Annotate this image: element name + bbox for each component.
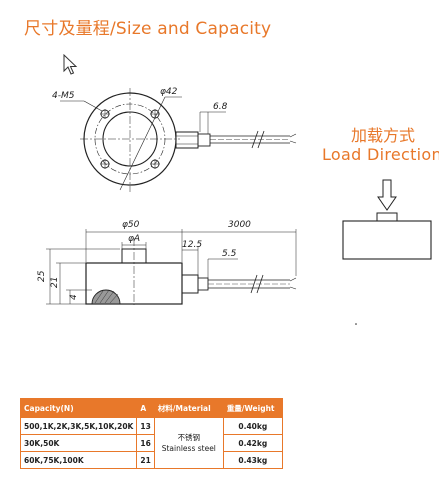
button-diameter-label: φA xyxy=(128,234,140,244)
col-weight: 重量/Weight xyxy=(222,398,283,418)
weight-cell: 0.42kg xyxy=(222,434,283,452)
mouse-cursor-icon xyxy=(63,54,78,75)
col-capacity: Capacity(N) xyxy=(19,398,138,418)
material-en: Stainless steel xyxy=(161,444,216,453)
capacity-table: Capacity(N) A 材料/Material 重量/Weight 500,… xyxy=(19,398,283,469)
cable-length-label: 3000 xyxy=(228,220,251,230)
down-arrow-icon xyxy=(377,179,397,211)
col-material: 材料/Material xyxy=(153,398,224,418)
thread-label: 4-M5 xyxy=(52,91,75,101)
a-cell: 16 xyxy=(136,434,155,452)
side-view xyxy=(46,229,297,305)
cable-dia-label: 5.5 xyxy=(222,249,237,259)
load-direction-cn: 加载方式 xyxy=(351,126,416,145)
col-a: A xyxy=(136,398,155,418)
capacity-cell: 30K,50K xyxy=(19,434,138,452)
capacity-cell: 500,1K,2K,3K,5K,10K,20K xyxy=(19,417,138,435)
load-direction-en: Load Direction xyxy=(322,145,439,164)
cable-offset-label: 12.5 xyxy=(182,240,202,250)
a-cell: 21 xyxy=(136,451,155,469)
diameter-42-label: φ42 xyxy=(160,87,178,97)
page-title: 尺寸及量程/Size and Capacity xyxy=(24,19,272,39)
a-cell: 13 xyxy=(136,417,155,435)
height-body-label: 21 xyxy=(50,277,60,288)
table-row: 30K,50K 16 0.42kg xyxy=(19,434,283,452)
weight-cell: 0.40kg xyxy=(222,417,283,435)
load-direction-diagram xyxy=(342,179,432,260)
capacity-cell: 60K,75K,100K xyxy=(19,451,138,469)
body-diameter-label: φ50 xyxy=(122,220,140,230)
top-view xyxy=(60,88,297,192)
table-row: 500,1K,2K,3K,5K,10K,20K 13 不锈钢 Stainless… xyxy=(19,417,283,469)
cable-width-label: 6.8 xyxy=(213,102,228,112)
thread-depth-label: 4 xyxy=(69,294,79,300)
table-row: 60K,75K,100K 21 0.43kg xyxy=(19,451,283,469)
material-cell: 不锈钢 Stainless steel xyxy=(153,417,224,469)
material-cn: 不锈钢 xyxy=(177,433,201,442)
height-total-label: 25 xyxy=(37,270,47,282)
thread-hole xyxy=(91,289,121,305)
weight-cell: 0.43kg xyxy=(222,451,283,469)
